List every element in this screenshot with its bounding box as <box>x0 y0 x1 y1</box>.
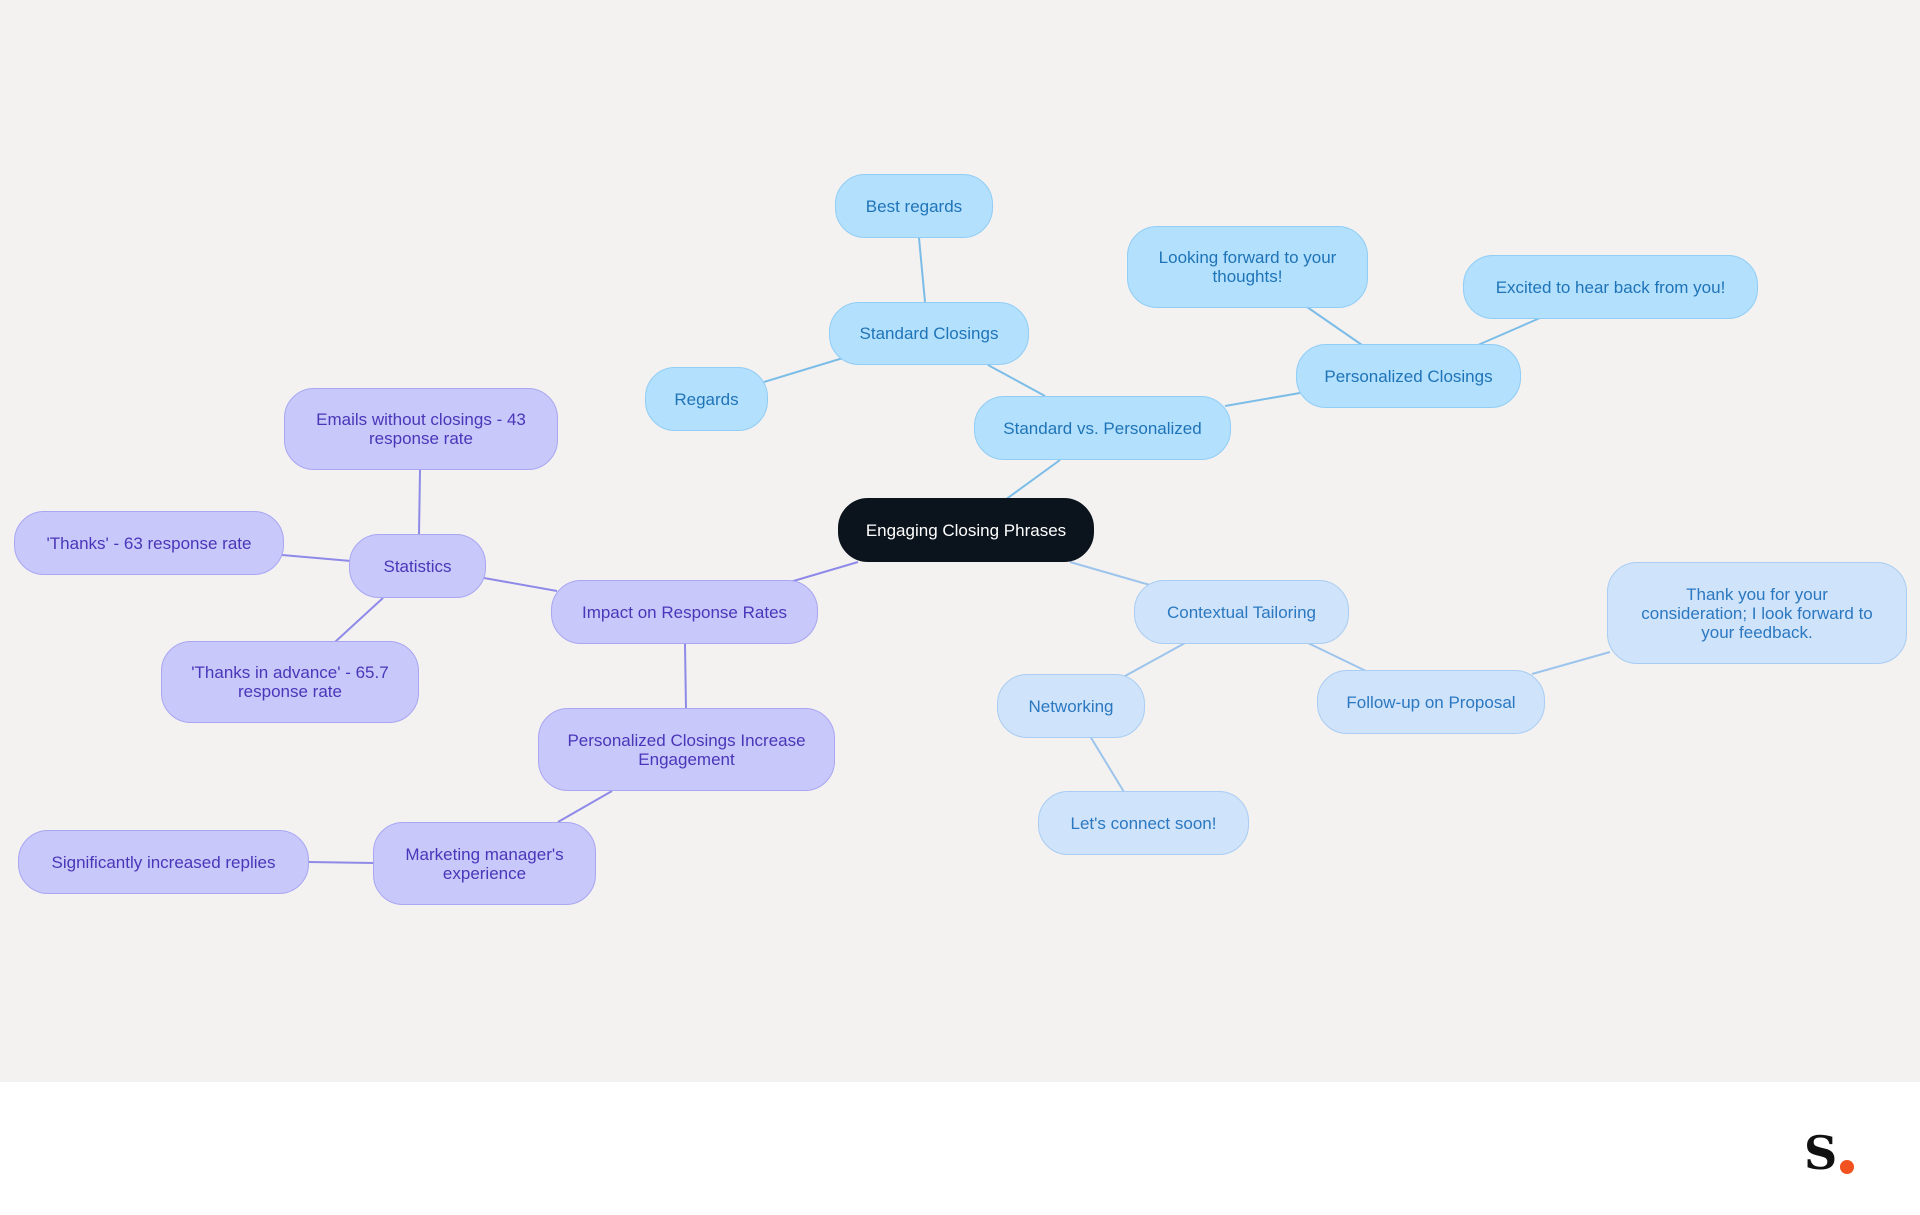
edge-follow-up-thank-you <box>1531 651 1611 675</box>
edge-svp-standard-closings <box>987 364 1046 397</box>
node-thanks-in-advance[interactable]: 'Thanks in advance' - 65.7 response rate <box>161 641 419 723</box>
node-impact-on-response-rates[interactable]: Impact on Response Rates <box>551 580 818 644</box>
mindmap-canvas: Engaging Closing Phrases Standard vs. Pe… <box>0 0 1920 1082</box>
edge-impact-statistics <box>483 577 558 592</box>
node-personalized-closings-increase[interactable]: Personalized Closings Increase Engagemen… <box>538 708 835 791</box>
edge-standard-best-regards <box>918 237 926 303</box>
node-regards[interactable]: Regards <box>645 367 768 431</box>
edge-personalized-excited <box>1477 317 1541 346</box>
edge-networking-lets-connect <box>1089 735 1125 793</box>
logo-dot-icon <box>1840 1160 1854 1174</box>
node-best-regards[interactable]: Best regards <box>835 174 993 238</box>
node-contextual-tailoring[interactable]: Contextual Tailoring <box>1134 580 1349 644</box>
edge-root-standard-vs-personalized <box>1004 459 1061 501</box>
node-follow-up-on-proposal[interactable]: Follow-up on Proposal <box>1317 670 1545 734</box>
root-node-engaging-closing-phrases[interactable]: Engaging Closing Phrases <box>838 498 1094 562</box>
node-standard-vs-personalized[interactable]: Standard vs. Personalized <box>974 396 1231 460</box>
mindmap-connectors <box>281 237 1611 864</box>
footer <box>0 1082 1920 1215</box>
node-looking-forward[interactable]: Looking forward to your thoughts! <box>1127 226 1368 308</box>
node-personalized-closings[interactable]: Personalized Closings <box>1296 344 1521 408</box>
node-marketing-manager-experience[interactable]: Marketing manager's experience <box>373 822 596 905</box>
edge-root-impact <box>789 561 859 583</box>
edge-marketing-increased-replies <box>307 861 375 864</box>
node-excited[interactable]: Excited to hear back from you! <box>1463 255 1758 319</box>
node-statistics[interactable]: Statistics <box>349 534 486 598</box>
edge-impact-personalized-increase <box>684 643 687 711</box>
logo-letter: S <box>1804 1126 1838 1180</box>
node-thanks[interactable]: 'Thanks' - 63 response rate <box>14 511 284 575</box>
edge-statistics-thanks <box>281 554 352 562</box>
edge-standard-regards <box>763 357 844 383</box>
edge-personalized-increase-marketing <box>557 790 613 823</box>
edge-contextual-networking <box>1124 642 1186 677</box>
edge-root-contextual <box>1069 561 1151 586</box>
node-significantly-increased-replies[interactable]: Significantly increased replies <box>18 830 309 894</box>
node-networking[interactable]: Networking <box>997 674 1145 738</box>
edge-svp-personalized-closings <box>1224 392 1301 407</box>
brand-logo[interactable]: S <box>1804 1128 1864 1178</box>
edge-statistics-no-closings <box>418 469 421 536</box>
node-emails-without-closings[interactable]: Emails without closings - 43 response ra… <box>284 388 558 470</box>
edge-personalized-looking-forward <box>1306 306 1363 346</box>
node-thank-you[interactable]: Thank you for your consideration; I look… <box>1607 562 1907 664</box>
node-standard-closings[interactable]: Standard Closings <box>829 302 1029 365</box>
edge-statistics-thanks-in-advance <box>334 597 384 643</box>
edge-contextual-follow-up <box>1307 642 1367 672</box>
node-lets-connect[interactable]: Let's connect soon! <box>1038 791 1249 855</box>
